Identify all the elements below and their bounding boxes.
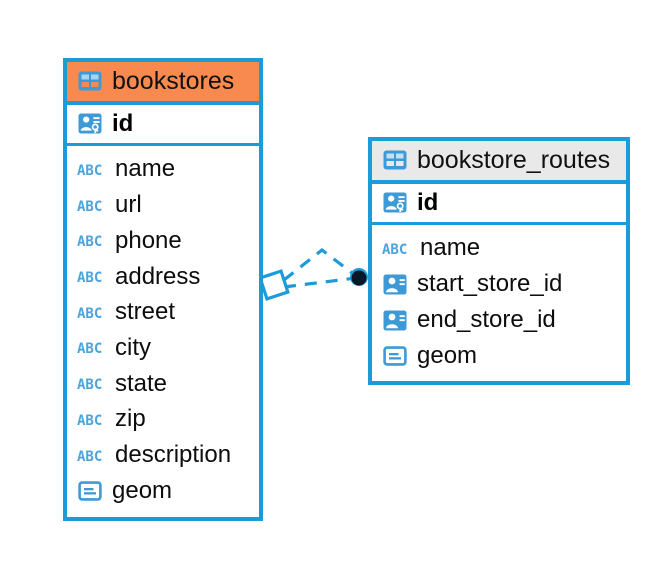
field-row[interactable]: ABC name (372, 231, 626, 267)
entity-name-label: bookstores (112, 67, 235, 95)
field-label: zip (115, 405, 146, 433)
text-type-icon: ABC (77, 341, 103, 358)
entity-header-bookstores[interactable]: bookstores (67, 62, 259, 106)
text-type-icon: ABC (77, 269, 103, 286)
field-label: city (115, 334, 151, 362)
field-label: phone (115, 226, 182, 254)
diamond-marker (258, 269, 290, 301)
field-label: description (115, 441, 232, 469)
field-label: geom (417, 341, 478, 369)
field-row[interactable]: ABC url (67, 188, 259, 224)
field-label: start_store_id (417, 270, 563, 298)
entity-bookstore-routes[interactable]: bookstore_routes id ABC name (368, 137, 630, 386)
field-row[interactable]: ABC name (67, 152, 259, 188)
foreign-key-icon (382, 274, 408, 296)
primary-key-icon (77, 113, 103, 135)
geometry-type-icon (382, 345, 408, 367)
relationship-line-lower (283, 276, 357, 289)
primary-key-row[interactable]: id (372, 184, 626, 226)
field-row[interactable]: geom (67, 474, 259, 510)
field-label: end_store_id (417, 305, 556, 333)
field-row[interactable]: ABC zip (67, 402, 259, 438)
field-row[interactable]: ABC street (67, 295, 259, 331)
text-type-icon: ABC (77, 412, 103, 429)
text-type-icon: ABC (382, 241, 408, 258)
field-label: name (115, 155, 176, 183)
field-label: name (420, 234, 481, 262)
field-row[interactable]: ABC address (67, 260, 259, 296)
table-icon (77, 70, 103, 92)
field-label: url (115, 191, 142, 219)
relationship-line-upper (283, 247, 357, 282)
foreign-key-icon (382, 309, 408, 331)
text-type-icon: ABC (77, 448, 103, 465)
primary-key-icon (382, 192, 408, 214)
text-type-icon: ABC (77, 305, 103, 322)
field-label: state (115, 369, 168, 397)
field-label: geom (112, 476, 173, 504)
text-type-icon: ABC (77, 234, 103, 251)
primary-key-label: id (112, 110, 134, 138)
field-list-bookstores: ABC name ABC url ABC phone ABC address A… (67, 146, 259, 516)
field-row[interactable]: geom (372, 339, 626, 375)
field-row[interactable]: ABC phone (67, 224, 259, 260)
field-label: address (115, 262, 201, 290)
field-row[interactable]: ABC state (67, 367, 259, 403)
field-row[interactable]: start_store_id (372, 267, 626, 303)
entity-name-label: bookstore_routes (417, 146, 611, 174)
primary-key-label: id (417, 189, 439, 217)
field-list-bookstore-routes: ABC name start_store_id (372, 225, 626, 381)
field-label: street (115, 298, 176, 326)
text-type-icon: ABC (77, 162, 103, 179)
table-icon (382, 149, 408, 171)
entity-bookstores[interactable]: bookstores id ABC name (63, 58, 263, 521)
text-type-icon: ABC (77, 377, 103, 394)
geometry-type-icon (77, 480, 103, 502)
field-row[interactable]: end_store_id (372, 303, 626, 339)
circle-marker (350, 268, 368, 286)
entity-header-bookstore-routes[interactable]: bookstore_routes (372, 141, 626, 185)
text-type-icon: ABC (77, 198, 103, 215)
primary-key-row[interactable]: id (67, 105, 259, 147)
field-row[interactable]: ABC description (67, 438, 259, 474)
field-row[interactable]: ABC city (67, 331, 259, 367)
